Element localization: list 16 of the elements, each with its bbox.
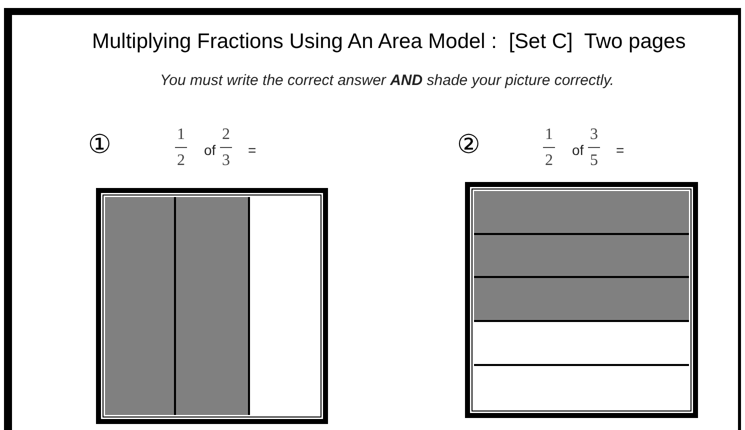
numerator: 2: [222, 127, 230, 143]
equals-sign: =: [248, 143, 256, 157]
numerator: 1: [545, 127, 553, 143]
problem-number: ②: [457, 132, 480, 158]
denominator: 5: [590, 153, 598, 169]
problem-number: ①: [88, 132, 112, 158]
denominator: 2: [545, 153, 553, 169]
denominator: 2: [177, 153, 185, 169]
equals-sign: =: [616, 143, 624, 157]
of-word: of: [572, 143, 584, 157]
instruction-text: You must write the correct answer AND shade your picture correctly.: [160, 71, 614, 91]
denominator: 3: [222, 153, 230, 169]
numerator: 3: [590, 127, 598, 143]
of-word: of: [204, 143, 216, 157]
title: Multiplying Fractions Using An Area Model : [Set C] Two pages: [92, 29, 686, 55]
numerator: 1: [177, 127, 185, 143]
